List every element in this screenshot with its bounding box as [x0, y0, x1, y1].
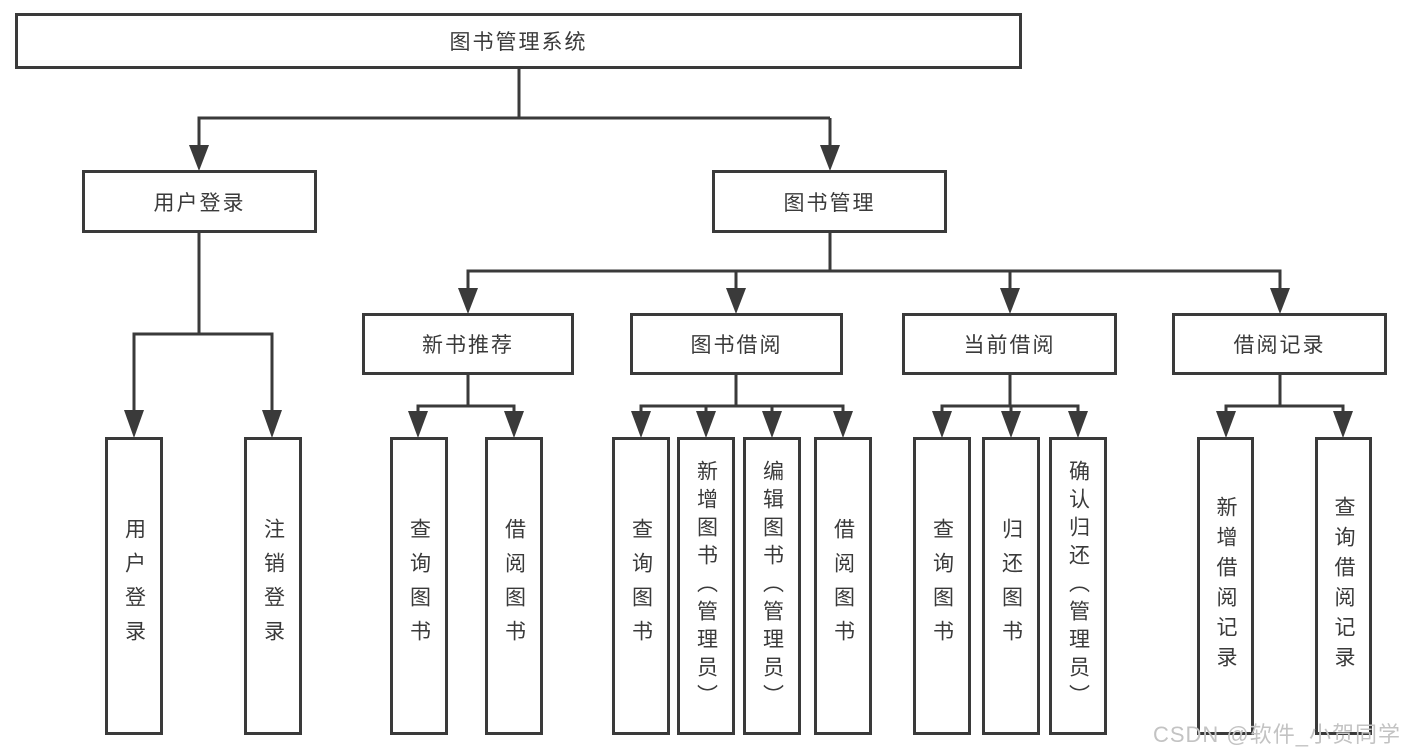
node-current-borrowing-label: 当前借阅: [963, 334, 1056, 357]
leaf-borrow-books-borrowing-label: 借阅图书: [831, 518, 855, 654]
connector-user-login: [124, 233, 282, 438]
node-borrowing-records: 借阅记录: [1172, 313, 1387, 375]
leaf-edit-books-admin: 编辑图书（管理员）: [743, 437, 801, 735]
node-book-management: 图书管理: [712, 170, 947, 233]
node-root-label: 图书管理系统: [449, 31, 588, 54]
csdn-watermark: CSDN @软件_小贺同学: [1152, 722, 1401, 747]
leaf-query-books-current-label: 查询图书: [930, 518, 954, 654]
leaf-user-login-label: 用户登录: [122, 518, 146, 654]
node-user-login-label: 用户登录: [153, 191, 246, 215]
leaf-query-books-borrowing: 查询图书: [612, 437, 670, 735]
leaf-add-borrow-record-label: 新增借阅记录: [1214, 496, 1237, 676]
leaf-query-books-newbooks-label: 查询图书: [407, 518, 431, 654]
connector-root: [189, 69, 840, 171]
leaf-edit-books-admin-label: 编辑图书（管理员）: [760, 460, 784, 712]
node-borrowing-records-label: 借阅记录: [1233, 334, 1326, 357]
connector-borrowing-records: [1216, 375, 1353, 438]
leaf-user-login: 用户登录: [105, 437, 163, 735]
node-book-borrowing: 图书借阅: [630, 313, 843, 375]
leaf-return-books: 归还图书: [982, 437, 1040, 735]
node-current-borrowing: 当前借阅: [902, 313, 1117, 375]
leaf-borrow-books-borrowing: 借阅图书: [814, 437, 872, 735]
leaf-return-books-label: 归还图书: [999, 518, 1023, 654]
leaf-logout-label: 注销登录: [261, 518, 285, 654]
leaf-query-books-current: 查询图书: [913, 437, 971, 735]
connector-new-books: [408, 375, 524, 438]
connector-book-management: [458, 233, 1290, 314]
node-book-management-label: 图书管理: [783, 191, 876, 215]
leaf-borrow-books-newbooks: 借阅图书: [485, 437, 543, 735]
leaf-add-books-admin: 新增图书（管理员）: [677, 437, 735, 735]
leaf-query-books-newbooks: 查询图书: [390, 437, 448, 735]
leaf-add-borrow-record: 新增借阅记录: [1197, 437, 1254, 735]
node-book-borrowing-label: 图书借阅: [690, 334, 783, 357]
leaf-logout: 注销登录: [244, 437, 302, 735]
leaf-add-books-admin-label: 新增图书（管理员）: [694, 460, 718, 712]
leaf-query-borrow-record: 查询借阅记录: [1315, 437, 1372, 735]
leaf-confirm-return-admin-label: 确认归还（管理员）: [1066, 460, 1090, 712]
node-new-books-label: 新书推荐: [422, 334, 514, 357]
leaf-query-books-borrowing-label: 查询图书: [629, 518, 653, 654]
node-new-books: 新书推荐: [362, 313, 574, 375]
node-root: 图书管理系统: [15, 13, 1022, 69]
node-user-login: 用户登录: [82, 170, 317, 233]
leaf-query-borrow-record-label: 查询借阅记录: [1332, 496, 1355, 676]
leaf-confirm-return-admin: 确认归还（管理员）: [1049, 437, 1107, 735]
connector-book-borrowing: [631, 375, 853, 438]
connector-current-borrowing: [932, 375, 1088, 438]
leaf-borrow-books-newbooks-label: 借阅图书: [502, 518, 526, 654]
